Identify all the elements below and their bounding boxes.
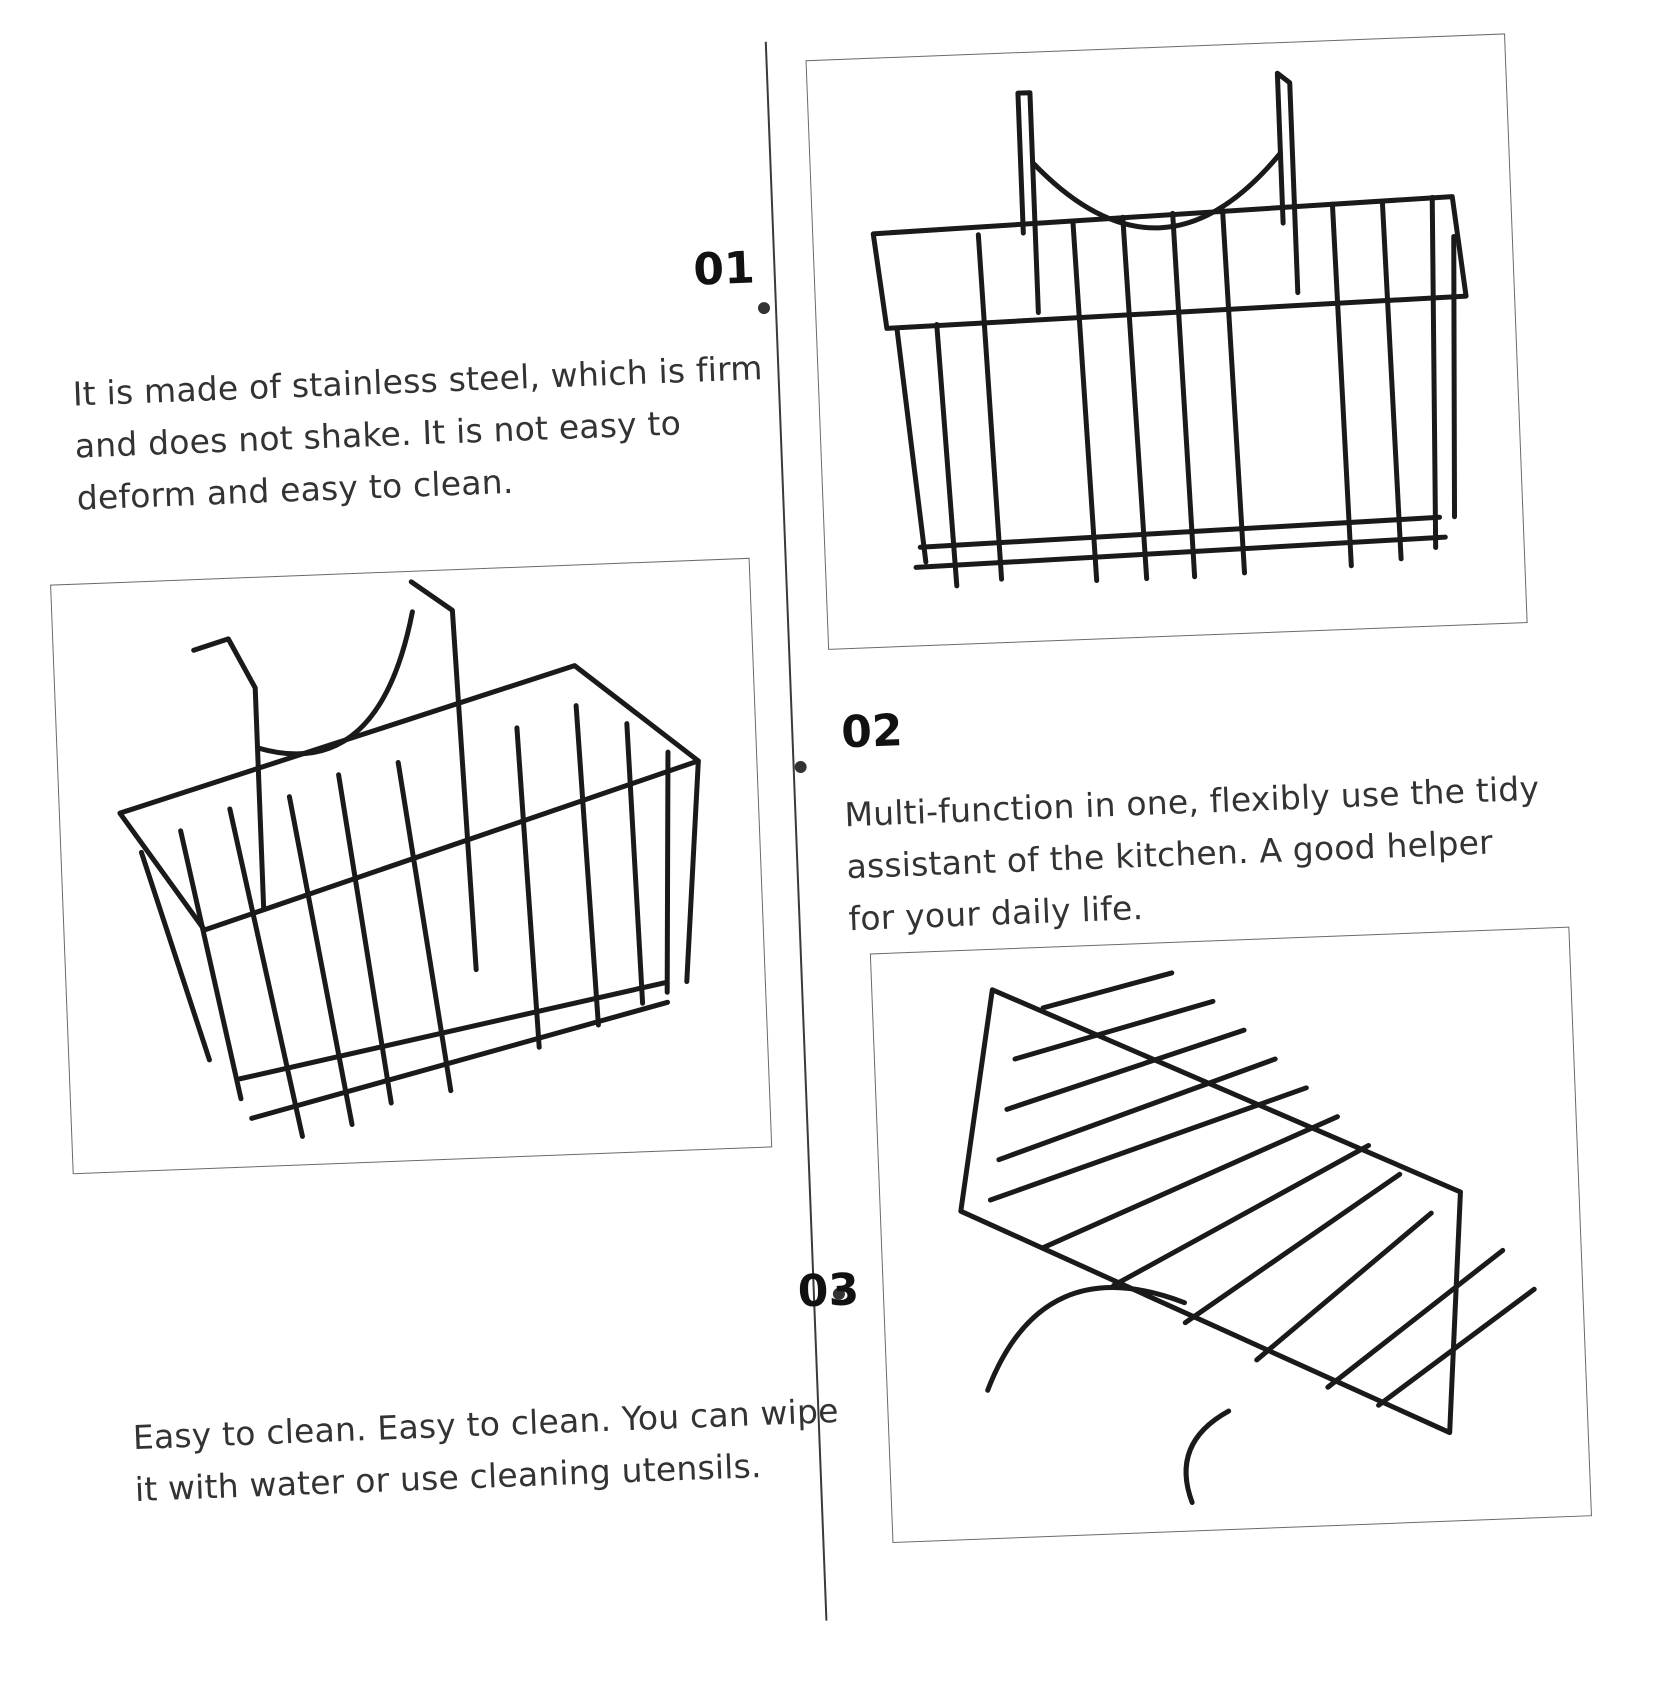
wire-sponge-basket-front-view-icon xyxy=(870,70,1469,589)
divider-dot-02 xyxy=(794,760,807,774)
product-photo-basket-front xyxy=(805,33,1528,650)
feature-description-01: It is made of stainless steel, which is … xyxy=(72,342,768,524)
wire-sponge-holder-rack-icon xyxy=(958,970,1537,1506)
product-photo-sponge-rack xyxy=(869,926,1592,1544)
feature-number-02: 02 xyxy=(840,705,904,759)
feature-number-01: 01 xyxy=(692,242,756,296)
feature-description-03: Easy to clean. Easy to clean. You can wi… xyxy=(132,1385,842,1516)
product-photo-basket-angled xyxy=(50,557,773,1175)
wire-sponge-basket-angled-view-icon xyxy=(117,579,701,1139)
feature-number-03: 03 xyxy=(796,1264,860,1318)
divider-dot-01 xyxy=(757,301,771,315)
feature-description-02: Multi-function in one, flexibly use the … xyxy=(844,763,1545,946)
